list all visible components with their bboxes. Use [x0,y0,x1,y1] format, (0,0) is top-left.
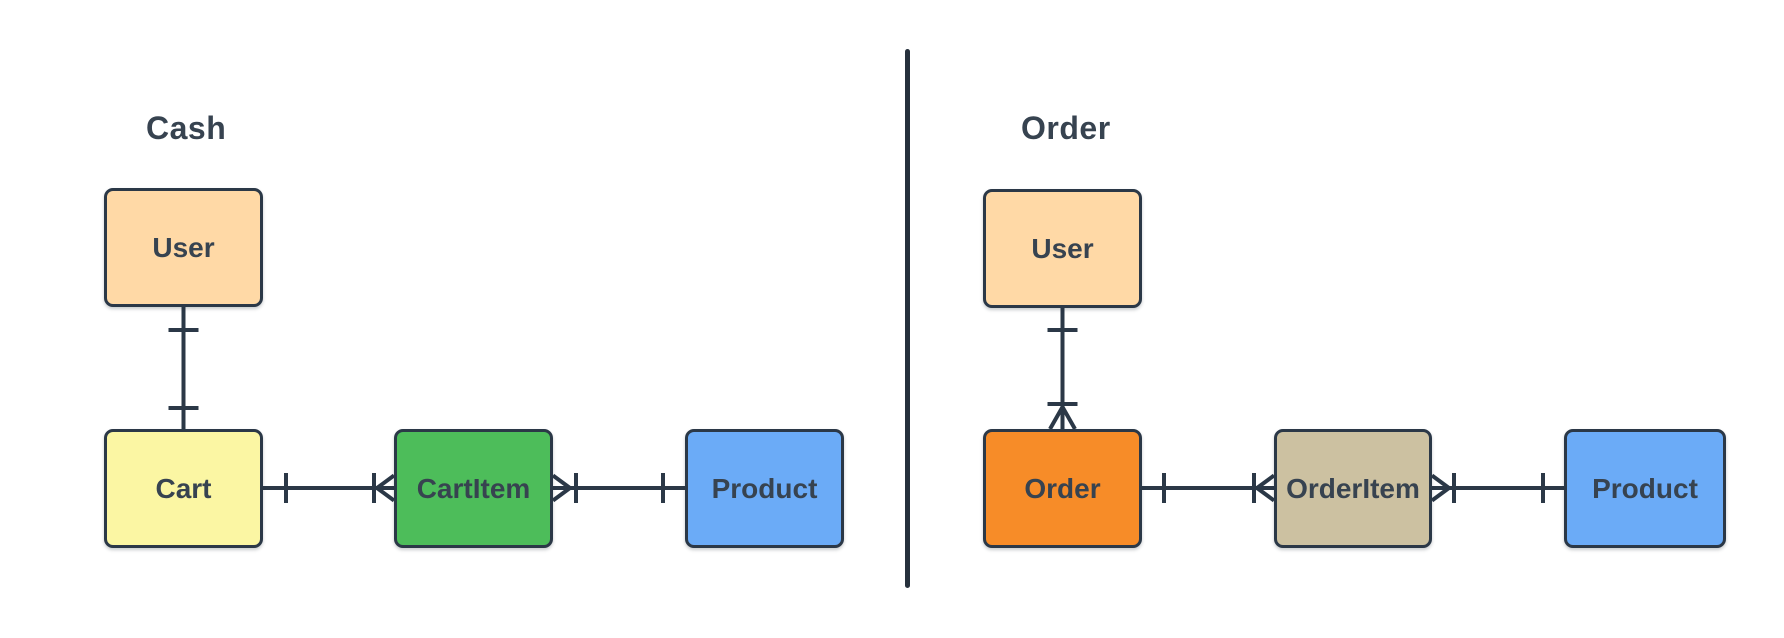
entity-label: User [152,231,215,263]
entity-cart[interactable]: Cart [104,429,263,548]
entity-label: Product [711,472,818,504]
cardinality-many-crowsfoot [1430,473,1451,503]
relationship-user-order[interactable] [1047,308,1078,430]
entity-cartitem[interactable]: CartItem [394,429,553,548]
entity-label: CartItem [416,472,531,504]
entity-label: OrderItem [1286,472,1420,504]
entity-label: Product [1592,472,1698,504]
cardinality-many-crowsfoot [551,473,572,503]
relationship-order-orderitem[interactable] [1142,473,1276,503]
cardinality-many-crowsfoot [1048,406,1077,430]
relationship-user-cart[interactable] [168,307,199,429]
section-title-order[interactable]: Order [1021,110,1111,146]
relationship-orderitem-product[interactable] [1430,473,1564,503]
entity-label: Cart [155,472,212,504]
entity-user-order[interactable]: User [983,189,1142,308]
entity-label: User [1031,232,1094,264]
entity-user-cash[interactable]: User [104,188,263,307]
entity-label: Order [1024,472,1101,504]
entity-orderitem[interactable]: OrderItem [1274,429,1432,548]
section-divider [905,49,910,588]
entity-product-order[interactable]: Product [1564,429,1726,548]
relationship-cart-cartitem[interactable] [263,473,396,503]
entity-order[interactable]: Order [983,429,1142,548]
relationship-cartitem-product[interactable] [551,473,685,503]
cardinality-many-crowsfoot [375,473,396,503]
entity-product-cash[interactable]: Product [685,429,844,548]
cardinality-many-crowsfoot [1255,473,1276,503]
section-title-cash[interactable]: Cash [146,110,227,146]
